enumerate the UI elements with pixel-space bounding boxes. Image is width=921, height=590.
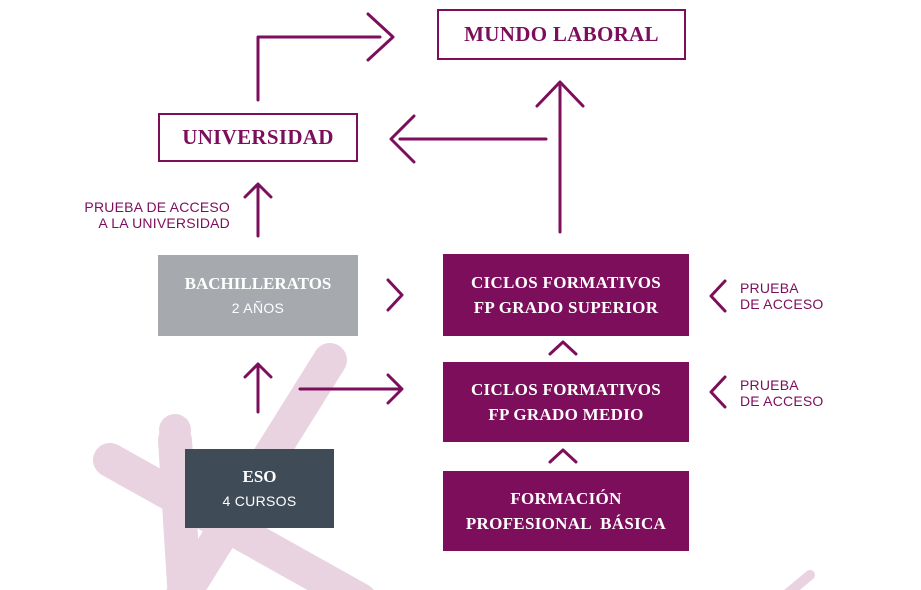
chevron-left-icon (709, 375, 727, 409)
note-line: A LA UNIVERSIDAD (98, 215, 230, 231)
bachilleratos-title: BACHILLERATOS (184, 273, 332, 293)
chevron-left-icon (709, 279, 727, 313)
bachilleratos-duration: 2 AÑOS (231, 299, 285, 316)
eso-duration: 4 CURSOS (222, 492, 297, 509)
chevron-right-icon (386, 373, 404, 405)
chevron-right-icon (366, 12, 395, 62)
chevron-up-icon (243, 182, 273, 199)
fp-basica-line2: PROFESIONAL BÁSICA (465, 514, 667, 533)
fp-superior-line1: CICLOS FORMATIVOS (470, 273, 662, 292)
mundo-laboral-box: MUNDO LABORAL (437, 9, 686, 60)
universidad-box: UNIVERSIDAD (158, 113, 358, 162)
chevron-up-icon (548, 448, 578, 464)
fp-superior-line2: FP GRADO SUPERIOR (473, 298, 659, 317)
prueba-acceso-universidad-note: PRUEBA DE ACCESO A LA UNIVERSIDAD (72, 199, 230, 231)
background-stroke (158, 423, 202, 590)
chevron-up-icon (548, 340, 578, 356)
fp-basica-line1: FORMACIÓN (510, 489, 622, 508)
note-line: PRUEBA DE ACCESO (84, 199, 230, 215)
fp-grado-medio-box: CICLOS FORMATIVOS FP GRADO MEDIO (443, 362, 689, 442)
chevron-up-icon (243, 362, 273, 379)
prueba-acceso-superior-note: PRUEBA DE ACCESO (740, 280, 824, 312)
eso-box: ESO 4 CURSOS (185, 449, 334, 528)
eso-title: ESO (242, 466, 277, 486)
chevron-left-icon (389, 114, 416, 164)
background-stroke (93, 443, 374, 590)
note-line: DE ACCESO (740, 296, 824, 312)
background-head (159, 414, 191, 446)
chevron-right-icon (386, 278, 404, 312)
fp-basica-box: FORMACIÓN PROFESIONAL BÁSICA (443, 471, 689, 551)
note-line: PRUEBA (740, 280, 799, 296)
chevron-up-icon (535, 80, 585, 108)
prueba-acceso-medio-note: PRUEBA DE ACCESO (740, 377, 824, 409)
arrow-right-icon (256, 35, 382, 102)
mundo-laboral-title: MUNDO LABORAL (464, 22, 659, 46)
universidad-title: UNIVERSIDAD (182, 125, 334, 149)
note-line: DE ACCESO (740, 393, 824, 409)
note-line: PRUEBA (740, 377, 799, 393)
fp-grado-superior-box: CICLOS FORMATIVOS FP GRADO SUPERIOR (443, 254, 689, 336)
fp-medio-line1: CICLOS FORMATIVOS (470, 380, 662, 399)
background-stroke (784, 570, 815, 590)
fp-medio-line2: FP GRADO MEDIO (488, 405, 644, 424)
bachilleratos-box: BACHILLERATOS 2 AÑOS (158, 255, 358, 336)
